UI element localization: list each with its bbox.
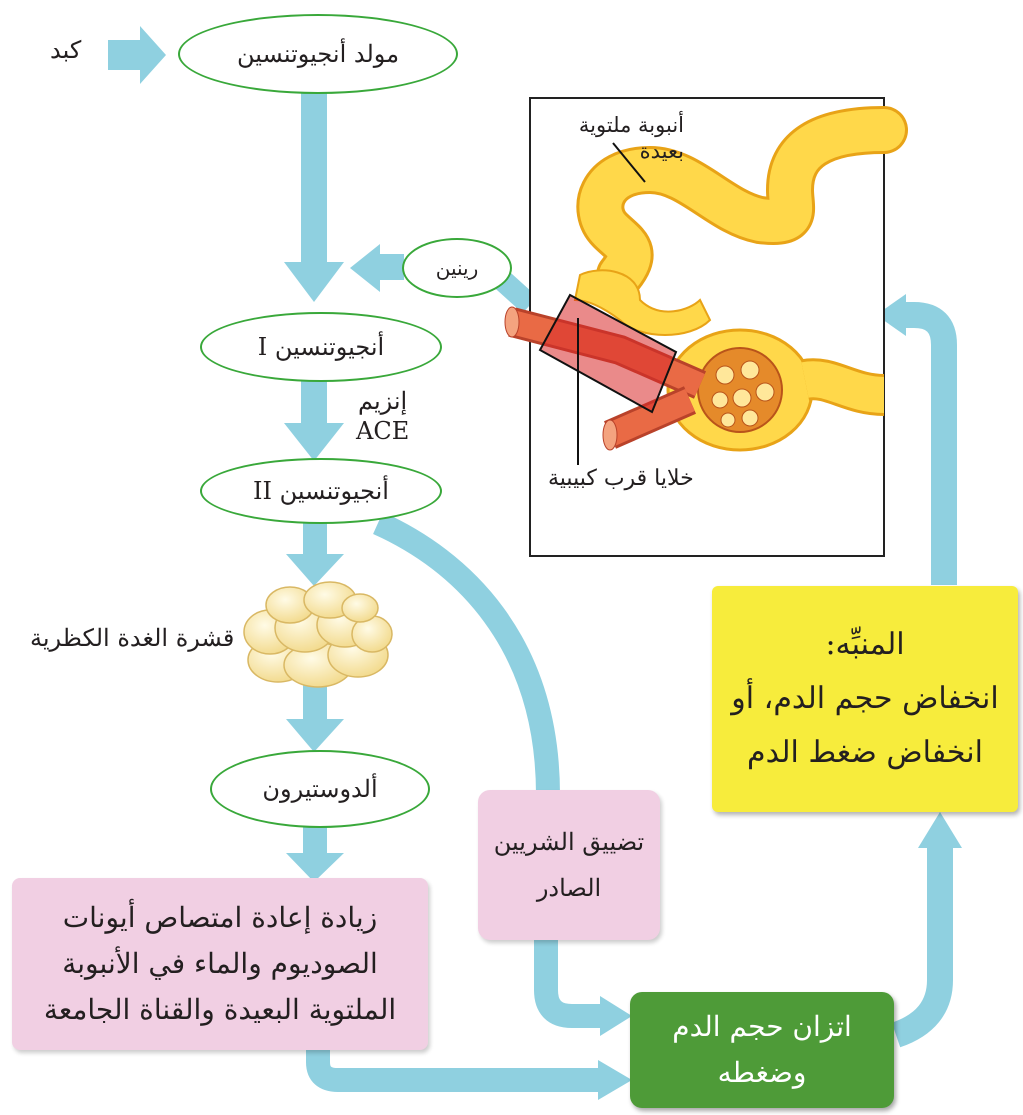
homeostasis-line2: وضغطه — [717, 1056, 807, 1089]
arrow-adrenal-to-aldosterone — [286, 683, 344, 752]
renin-node: رينين — [402, 238, 512, 298]
aldosterone-label: ألدوستيرون — [262, 775, 378, 803]
arrow-angiotensin2-to-adrenal — [286, 518, 344, 586]
adrenal-gland-image — [243, 581, 393, 688]
angiotensin1-node: أنجيوتنسين I — [200, 312, 442, 382]
liver-label: كبد — [50, 36, 82, 64]
angiotensin2-label: أنجيوتنسين II — [253, 477, 389, 505]
reabsorption-box: زيادة إعادة امتصاص أيونات الصوديوم والما… — [12, 878, 428, 1050]
angiotensinogen-node: مولد أنجيوتنسين — [178, 14, 458, 94]
aldosterone-node: ألدوستيرون — [210, 750, 430, 828]
arrow-liver — [108, 26, 166, 84]
distal-tubule-label: أنبوبة ملتوية بعيدة — [536, 112, 684, 164]
renin-label: رينين — [435, 256, 479, 280]
stimulus-title: المنبِّه: — [825, 627, 905, 662]
distal-tubule-line2: بعيدة — [639, 139, 684, 163]
jg-cells-label: خلايا قرب كبيبية — [548, 466, 694, 491]
ace-enzyme-label: إنزيم ACE — [356, 386, 409, 446]
angiotensinogen-label: مولد أنجيوتنسين — [236, 40, 400, 68]
arrow-efferent-to-homeostasis — [534, 935, 632, 1036]
efferent-box: تضييق الشريين الصادر — [478, 790, 660, 940]
efferent-line2: الصادر — [536, 874, 602, 902]
ace-line2: ACE — [356, 417, 410, 445]
arrow-angiotensin1-to-angiotensin2 — [284, 375, 344, 461]
reabsorption-line2: الصوديوم والماء في الأنبوبة — [62, 947, 378, 980]
ace-line1: إنزيم — [357, 387, 408, 415]
efferent-line1: تضييق الشريين — [493, 828, 645, 856]
arrow-angiotensin2-to-efferent — [373, 512, 560, 796]
homeostasis-box: اتزان حجم الدم وضغطه — [630, 992, 894, 1108]
distal-tubule-line1: أنبوبة ملتوية — [578, 113, 684, 137]
adrenal-cortex-label: قشرة الغدة الكظرية — [30, 624, 235, 652]
reabsorption-line3: الملتوية البعيدة والقناة الجامعة — [43, 993, 397, 1026]
arrow-stimulus-to-kidney — [876, 294, 957, 585]
tubule-pointer — [612, 142, 646, 183]
angiotensin2-node: أنجيوتنسين II — [200, 458, 442, 524]
angiotensin1-label: أنجيوتنسين I — [257, 333, 385, 361]
arrow-reabsorption-to-homeostasis — [306, 1045, 632, 1100]
nephron-panel — [504, 97, 908, 557]
arrow-angiotensinogen-to-angiotensin1 — [284, 92, 344, 302]
reabsorption-line1: زيادة إعادة امتصاص أيونات — [62, 901, 378, 934]
stimulus-line1: انخفاض حجم الدم، أو — [731, 681, 999, 716]
stimulus-box: المنبِّه: انخفاض حجم الدم، أو انخفاض ضغط… — [712, 586, 1018, 812]
arrow-aldosterone-to-reabsorption — [286, 825, 344, 882]
homeostasis-line1: اتزان حجم الدم — [672, 1010, 852, 1043]
stimulus-line2: انخفاض ضغط الدم — [747, 735, 983, 770]
arrow-homeostasis-to-stimulus — [891, 812, 962, 1048]
